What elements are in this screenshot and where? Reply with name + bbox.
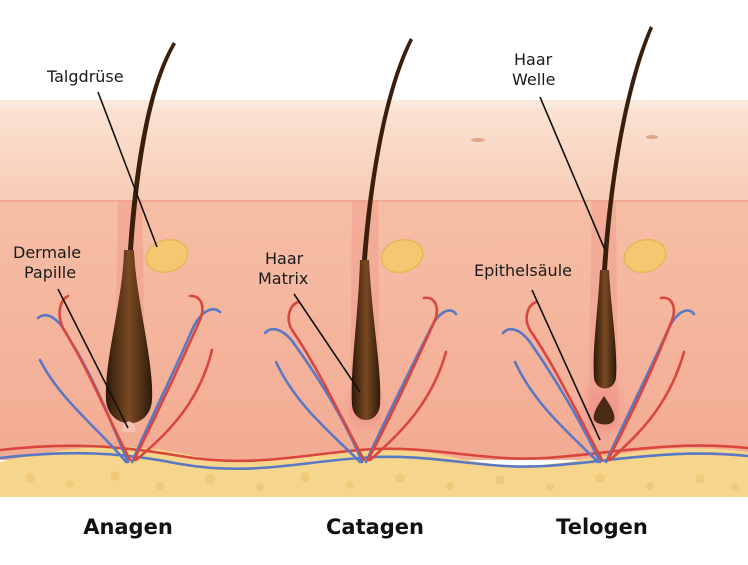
skin-pore	[646, 135, 658, 139]
label-epithelsaeule: Epithelsäule	[474, 261, 572, 280]
capillary-artery	[368, 350, 448, 462]
label-haar-welle-1: Haar	[514, 50, 553, 69]
label-haar-matrix-1: Haar	[265, 249, 304, 268]
catagen-follicle	[263, 38, 458, 464]
capillary-artery	[134, 348, 214, 462]
stage-catagen: Catagen	[326, 515, 424, 539]
hair-bulb	[105, 250, 153, 424]
capillary-vein	[274, 360, 362, 464]
dermale-papille-leader	[57, 288, 129, 429]
hair-shaft	[602, 26, 653, 270]
haar-welle-leader	[539, 96, 606, 251]
sebaceous-gland	[145, 238, 189, 274]
club-hair	[593, 270, 617, 389]
sebaceous-gland	[623, 238, 667, 274]
haar-matrix-leader	[293, 293, 361, 393]
label-haar-matrix-2: Matrix	[258, 269, 308, 288]
capillary-artery	[608, 350, 686, 462]
capillary-artery	[606, 296, 676, 462]
capillary-artery	[132, 294, 204, 462]
capillary-artery	[525, 300, 604, 462]
hair-shaft	[128, 42, 176, 250]
fat-layer	[0, 446, 748, 497]
capillary-vein	[130, 308, 222, 464]
label-haar-welle-2: Welle	[512, 70, 555, 89]
capillary-artery	[58, 294, 132, 462]
sebaceous-gland	[380, 238, 424, 274]
label-talgdruese: Talgdrüse	[46, 67, 124, 86]
epithelial-column	[593, 396, 615, 425]
talgdruese-leader	[97, 91, 158, 248]
hair-shaft	[362, 38, 413, 260]
capillary-vein	[513, 360, 600, 464]
anagen-follicle	[36, 42, 222, 464]
skin-pore	[471, 138, 485, 142]
epithelsaeule-leader	[531, 289, 601, 441]
capillary-artery	[366, 296, 439, 462]
telogen-follicle	[501, 26, 696, 464]
capillary-vein	[38, 358, 128, 464]
hair-bulb	[351, 260, 381, 420]
fat-cells	[25, 471, 739, 491]
stage-telogen: Telogen	[556, 515, 648, 539]
capillary-artery	[287, 300, 366, 462]
label-dermale: Dermale	[13, 243, 81, 262]
stage-anagen: Anagen	[83, 515, 173, 539]
label-papille: Papille	[24, 263, 76, 282]
capillary-vein	[501, 328, 602, 464]
